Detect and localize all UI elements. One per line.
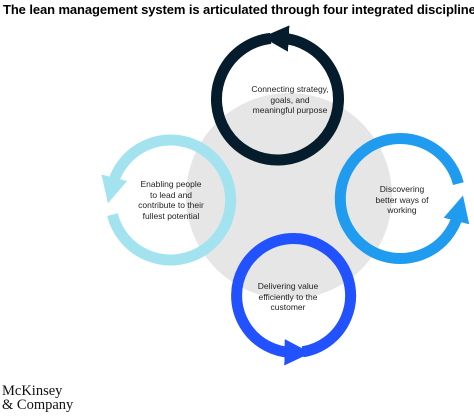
value-cycle-arc <box>231 233 357 366</box>
purpose-cycle-arc <box>211 25 344 166</box>
people-cycle-arc <box>101 134 237 266</box>
ways-of-working-label: Discovering better ways of working <box>375 184 429 215</box>
purpose-label: Connecting strategy, goals, and meaningf… <box>251 84 329 115</box>
page-title: The lean management system is articulate… <box>3 2 474 17</box>
value-label: Delivering value efficiently to the cust… <box>257 281 319 312</box>
people-label: Enabling people to lead and contribute t… <box>138 179 204 221</box>
mckinsey-logo: McKinsey & Company <box>2 383 74 413</box>
ways-of-working-cycle-arc <box>334 133 470 264</box>
